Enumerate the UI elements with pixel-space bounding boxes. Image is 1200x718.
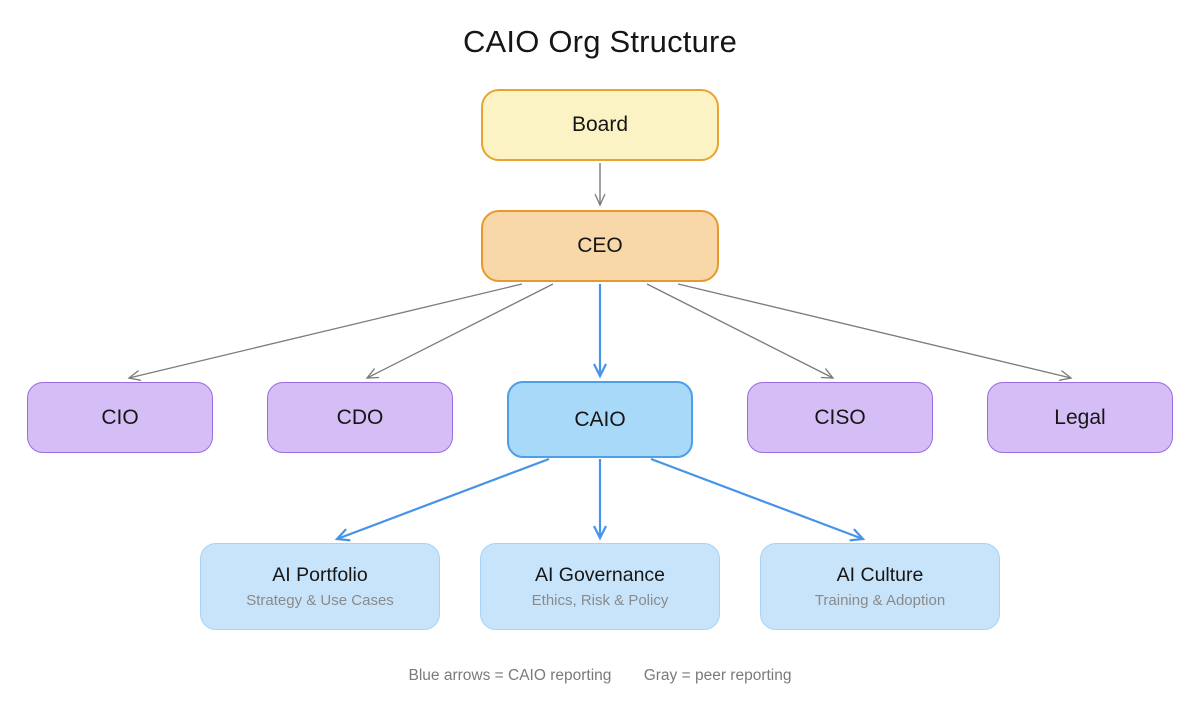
node-board: Board [481, 89, 719, 161]
arrow-ceo-ciso [646, 283, 835, 379]
node-cio-label: CIO [101, 405, 139, 429]
node-ciso-label: CISO [814, 405, 866, 429]
node-ceo: CEO [481, 210, 719, 282]
node-caio-label: CAIO [574, 407, 626, 431]
node-caio: CAIO [507, 381, 693, 458]
arrow-ceo-cdo [365, 283, 554, 379]
legend-gray-arrows: Gray = peer reporting [643, 667, 792, 684]
node-ai-portfolio: AI Portfolio Strategy & Use Cases [200, 543, 440, 630]
node-ai-culture: AI Culture Training & Adoption [760, 543, 1000, 630]
arrow-caio-culture [650, 457, 866, 542]
arrow-ceo-legal [677, 283, 1073, 381]
node-cdo: CDO [267, 382, 453, 453]
page-title: CAIO Org Structure [462, 24, 738, 59]
node-legal-label: Legal [1054, 405, 1106, 429]
legend-blue-arrows: Blue arrows = CAIO reporting [408, 667, 612, 684]
ai-governance-title: AI Governance [534, 564, 666, 586]
ai-culture-subtitle: Training & Adoption [814, 592, 946, 609]
ai-culture-title: AI Culture [836, 564, 924, 586]
legend: Blue arrows = CAIO reporting Gray = peer… [0, 667, 1200, 685]
node-ceo-label: CEO [577, 234, 623, 257]
arrow-caio-portfolio [334, 457, 550, 542]
node-ai-governance: AI Governance Ethics, Risk & Policy [480, 543, 720, 630]
ai-portfolio-title: AI Portfolio [272, 564, 368, 586]
node-cdo-label: CDO [336, 405, 384, 429]
node-cio: CIO [27, 382, 213, 453]
node-board-label: Board [571, 113, 629, 136]
ai-governance-subtitle: Ethics, Risk & Policy [531, 592, 669, 609]
arrow-ceo-cio [127, 283, 523, 381]
ai-portfolio-subtitle: Strategy & Use Cases [246, 592, 394, 609]
node-ciso: CISO [747, 382, 933, 453]
node-legal: Legal [987, 382, 1173, 453]
